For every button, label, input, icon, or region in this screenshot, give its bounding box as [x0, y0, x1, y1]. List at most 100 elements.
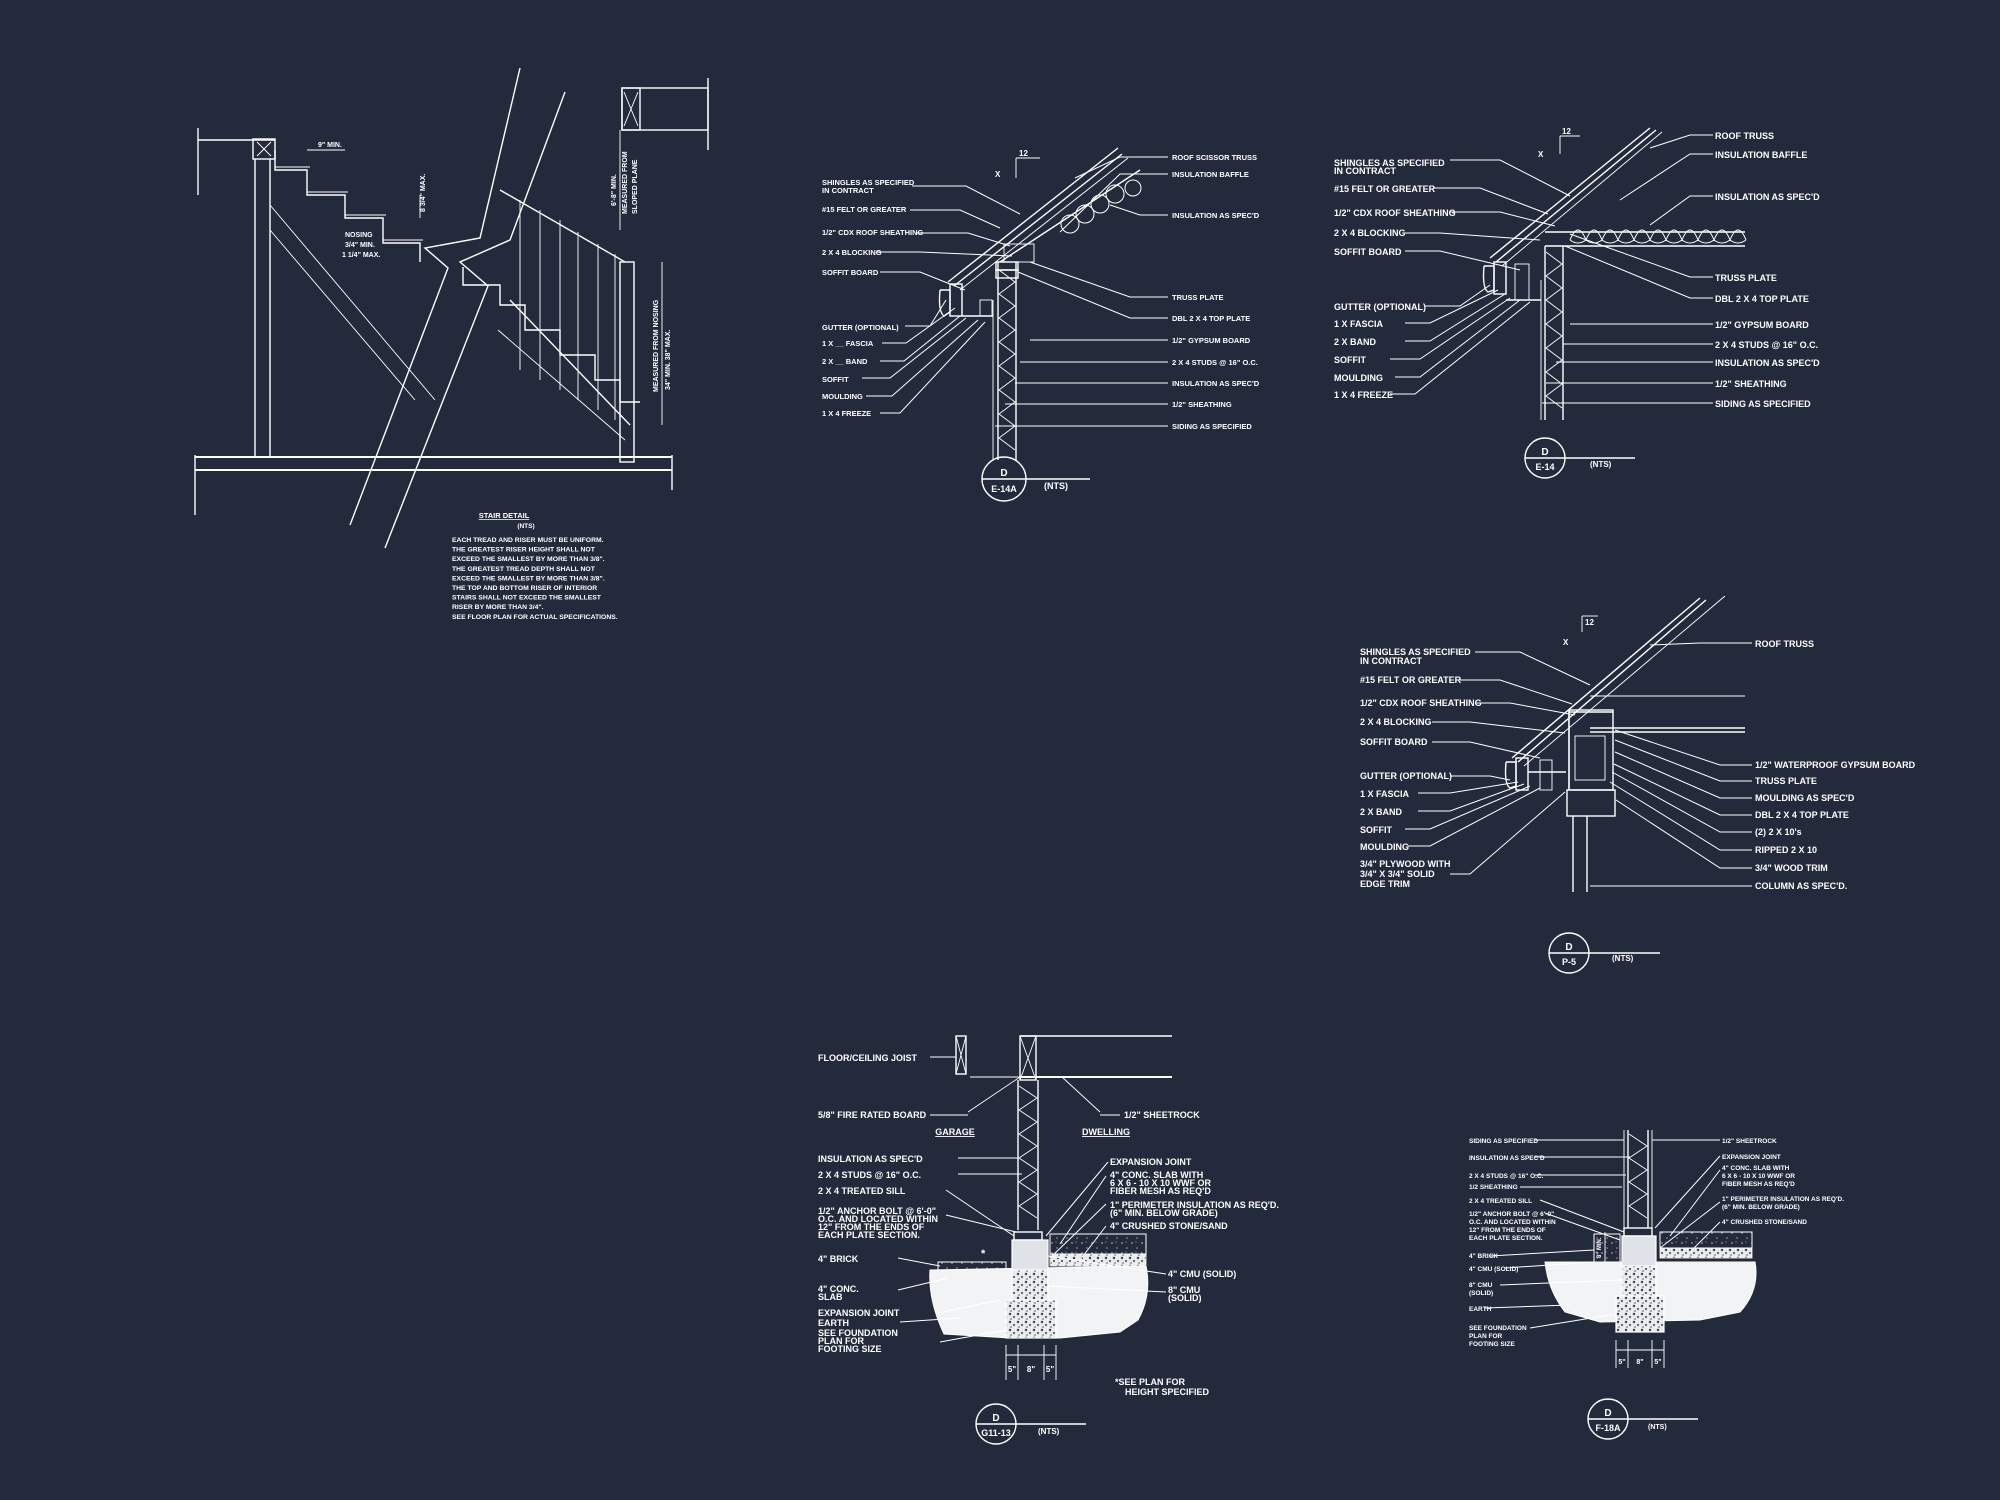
callout-label: INSULATION AS SPEC'D [1172, 211, 1260, 220]
e14-pitch-x: X [1538, 150, 1544, 159]
f18a-tag-top: D [1604, 1408, 1611, 1419]
callout-label: EXPANSION JOINT [1110, 1157, 1192, 1167]
callout-label: INSULATION AS SPEC'D [1715, 358, 1820, 368]
callout-label: MOULDING [1334, 373, 1383, 383]
callout-label: RIPPED 2 X 10 [1755, 845, 1817, 855]
callout-label: INSULATION AS SPEC'D [1172, 379, 1260, 388]
e14-scale: (NTS) [1590, 460, 1612, 469]
stair-scale: (NTS) [517, 523, 534, 530]
g11-dim-right: 5" [1046, 1365, 1054, 1374]
callout-label: 4" CONC. SLAB WITH [1110, 1170, 1203, 1180]
headroom-label-3: SLOPED PLANE [632, 159, 639, 214]
callout-label: SIDING AS SPECIFIED [1469, 1138, 1538, 1145]
callout-label: 2 X 4 STUDS @ 16" O.C. [818, 1170, 921, 1180]
callout-label: 1" PERIMETER INSULATION AS REQ'D. [1110, 1200, 1279, 1210]
callout-label: 4" BRICK [818, 1254, 859, 1264]
callout-label: IN CONTRACT [822, 186, 874, 195]
callout-label: 1 X 4 FREEZE [1334, 390, 1393, 400]
callout-label: MOULDING AS SPEC'D [1755, 793, 1855, 803]
callout-label: 1/2" CDX ROOF SHEATHING [1334, 208, 1456, 218]
g11-footnote-1: *SEE PLAN FOR [1115, 1377, 1186, 1387]
callout-label: EACH PLATE SECTION. [818, 1230, 920, 1240]
stair-note-line: EXCEED THE SMALLEST BY MORE THAN 3/8". [452, 575, 605, 582]
callout-label: GUTTER (OPTIONAL) [1360, 771, 1452, 781]
callout-label: 5/8" FIRE RATED BOARD [818, 1110, 927, 1120]
callout-label: (2) 2 X 10's [1755, 827, 1802, 837]
callout-label: 2 X 4 STUDS @ 16" O.C. [1715, 340, 1818, 350]
callout-label: 4" CRUSHED STONE/SAND [1722, 1219, 1807, 1226]
p5-scale: (NTS) [1612, 954, 1634, 963]
callout-label: 1 X FASCIA [1360, 789, 1410, 799]
callout-label: TRUSS PLATE [1172, 293, 1224, 302]
p5-tag-bottom: P-5 [1562, 957, 1576, 967]
callout-label: (SOLID) [1469, 1290, 1493, 1297]
g11-star: * [981, 1248, 986, 1260]
callout-label: 2 X BAND [1334, 337, 1377, 347]
e14a-tag-top: D [1000, 468, 1007, 479]
stair-title: STAIR DETAIL [479, 511, 530, 520]
callout-label: FOOTING SIZE [818, 1344, 882, 1354]
callout-label: TRUSS PLATE [1755, 776, 1817, 786]
callout-label: 2 X 4 STUDS @ 16" O.C. [1469, 1173, 1544, 1180]
callout-label: 4" BRICK [1469, 1253, 1498, 1260]
stair-note-line: THE TOP AND BOTTOM RISER OF INTERIOR [452, 585, 597, 592]
callout-label: 2 X 4 STUDS @ 16" O.C. [1172, 358, 1258, 367]
e14a-scale: (NTS) [1044, 481, 1068, 491]
g11-footnote-2: HEIGHT SPECIFIED [1125, 1387, 1210, 1397]
callout-label: MOULDING [1360, 842, 1409, 852]
dim-9-min: 9" MIN. [318, 142, 342, 149]
g11-right-labels: 1/2" SHEETROCK EXPANSION JOINT 4" CONC. SL… [1110, 1110, 1279, 1303]
callout-label: 3/4" PLYWOOD WITH [1360, 859, 1450, 869]
callout-label: TRUSS PLATE [1715, 273, 1777, 283]
callout-label: 1/2" CDX ROOF SHEATHING [1360, 698, 1482, 708]
callout-label: 4" CRUSHED STONE/SAND [1110, 1221, 1228, 1231]
callout-label: #15 FELT OR GREATER [1334, 184, 1436, 194]
g11-tag-top: D [992, 1413, 999, 1424]
callout-label: PLAN FOR [1469, 1333, 1503, 1340]
detail-e14a: 12 X SHINGLES A [822, 147, 1260, 502]
callout-label: 1" PERIMETER INSULATION AS REQ'D. [1722, 1196, 1844, 1203]
p5-tag-top: D [1565, 942, 1572, 953]
newel-post [619, 261, 635, 463]
callout-label: 1/2" SHEATHING [1172, 400, 1232, 409]
callout-label: SOFFIT [1334, 355, 1366, 365]
callout-label: 8" CMU [1469, 1282, 1493, 1289]
callout-label: 1 X FASCIA [1334, 319, 1384, 329]
e14-insulation [1569, 229, 1747, 244]
callout-label: 2 X BAND [1360, 807, 1403, 817]
callout-label: SOFFIT [822, 375, 849, 384]
e14-tag-top: D [1541, 447, 1548, 458]
callout-label: SOFFIT BOARD [822, 268, 879, 277]
e14a-pitch-x: X [995, 170, 1001, 179]
callout-label: SOFFIT [1360, 825, 1392, 835]
upper-rim [252, 138, 276, 160]
g11-dim-left: 5" [1008, 1365, 1016, 1374]
callout-label: SEE FOUNDATION [818, 1328, 898, 1338]
callout-label: 1/2" SHEETROCK [1124, 1110, 1200, 1120]
callout-label: 6 X 6 - 10 X 10 WWF OR [1110, 1178, 1212, 1188]
callout-label: (6" MIN. BELOW GRADE) [1110, 1208, 1218, 1218]
callout-label: SIDING AS SPECIFIED [1715, 399, 1811, 409]
callout-label: 6 X 6 - 10 X 10 WWF OR [1722, 1173, 1795, 1180]
callout-label: COLUMN AS SPEC'D. [1755, 881, 1847, 891]
headroom-label-2: MEASURED FROM [622, 151, 629, 214]
callout-label: 4" CMU (SOLID) [1469, 1266, 1518, 1273]
callout-label: PLAN FOR [818, 1336, 864, 1346]
e14-pitch: 12 [1562, 127, 1571, 136]
stair-note-line: THE GREATEST TREAD DEPTH SHALL NOT [452, 566, 596, 573]
callout-label: SHINGLES AS SPECIFIED [822, 178, 915, 187]
callout-label: 12" FROM THE ENDS OF [1469, 1227, 1546, 1234]
callout-label: 3/4" WOOD TRIM [1755, 863, 1828, 873]
e14a-insulation [1060, 179, 1142, 234]
callout-label: 1 X __ FASCIA [822, 339, 874, 348]
stair-note-line: EXCEED THE SMALLEST BY MORE THAN 3/8". [452, 556, 605, 563]
callout-label: MOULDING [822, 392, 863, 401]
stair-note-line: THE GREATEST RISER HEIGHT SHALL NOT [452, 547, 596, 554]
stair-note-line: STAIRS SHALL NOT EXCEED THE SMALLEST [452, 595, 602, 602]
